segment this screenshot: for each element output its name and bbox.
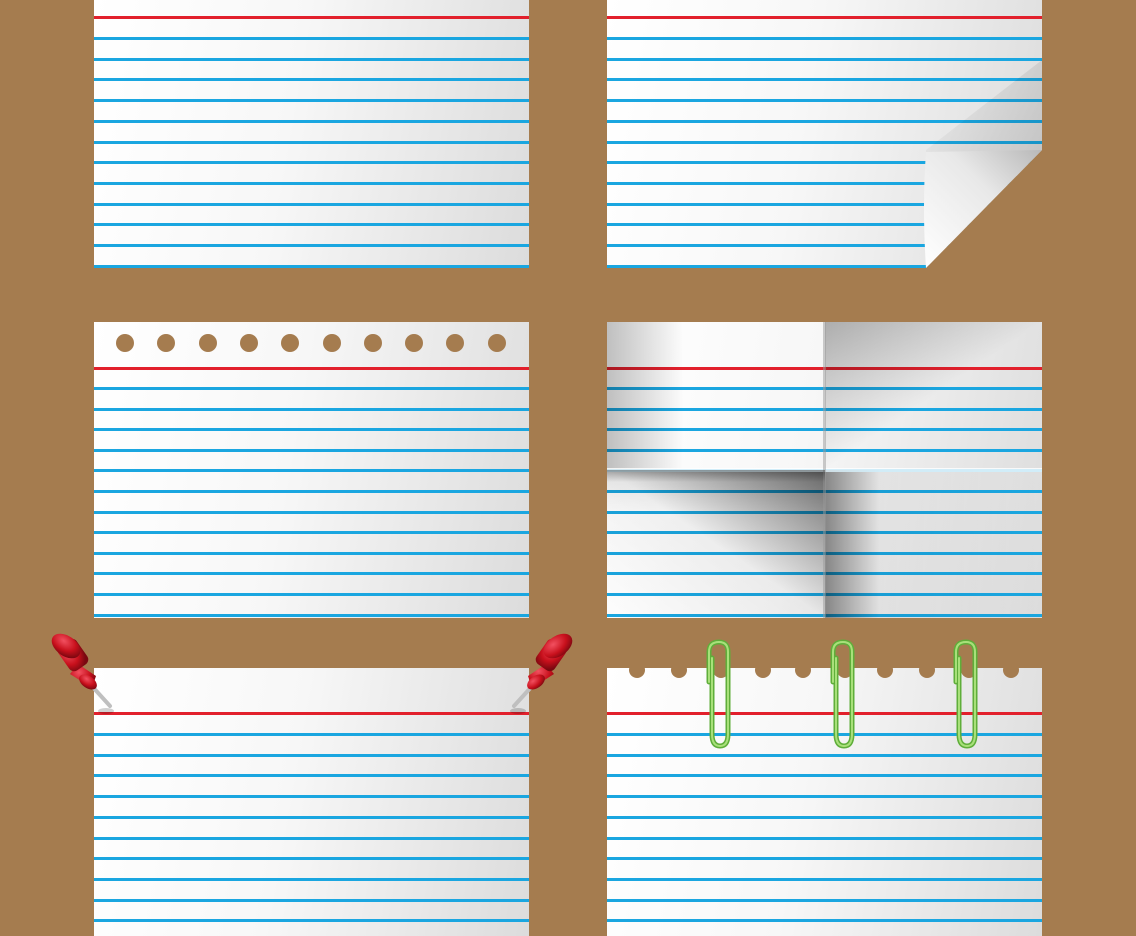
- ruled-line-blue: [94, 837, 529, 840]
- ruled-line-blue: [607, 223, 1042, 226]
- ruled-line-blue: [94, 182, 529, 185]
- ruled-line-blue: [607, 161, 1042, 164]
- ruled-line-blue: [607, 244, 1042, 247]
- margin-line-red: [94, 712, 529, 715]
- ruled-line-blue: [94, 899, 529, 902]
- index-card-clipped: [607, 668, 1042, 936]
- ruled-line-blue: [94, 552, 529, 555]
- ruled-line-blue: [94, 878, 529, 881]
- ruled-line-blue: [94, 795, 529, 798]
- punch-hole: [239, 334, 258, 352]
- ruled-line-blue: [607, 120, 1042, 123]
- notch-hole: [919, 668, 935, 678]
- ruled-line-blue: [94, 244, 529, 247]
- margin-line-red: [607, 712, 1042, 715]
- punch-hole: [322, 334, 341, 352]
- ruled-line-blue: [94, 593, 529, 596]
- ruled-line-blue: [94, 120, 529, 123]
- ruled-line-blue: [94, 614, 529, 617]
- ruled-line-blue: [607, 99, 1042, 102]
- notch-hole: [713, 668, 729, 678]
- punch-hole: [405, 334, 424, 352]
- pushpin-icon: [51, 633, 114, 714]
- ruled-line-blue: [607, 754, 1042, 757]
- punch-hole: [116, 334, 134, 352]
- punch-hole: [446, 334, 465, 352]
- notch-hole: [629, 668, 645, 678]
- ruled-line-blue: [94, 78, 529, 81]
- ruled-line-blue: [94, 428, 529, 431]
- margin-line-red: [94, 16, 529, 19]
- ruled-line-blue: [94, 265, 529, 268]
- ruled-line-blue: [607, 733, 1042, 736]
- paperclip-icon: [830, 639, 855, 749]
- ruled-line-blue: [94, 511, 529, 514]
- ruled-line-blue: [94, 733, 529, 736]
- ruled-line-blue: [94, 141, 529, 144]
- index-card-plain: [94, 0, 529, 268]
- ruled-line-blue: [94, 37, 529, 40]
- ruled-line-blue: [94, 531, 529, 534]
- notch-hole: [1003, 668, 1019, 678]
- ruled-line-blue: [94, 203, 529, 206]
- punch-hole: [198, 334, 217, 352]
- ruled-line-blue: [94, 58, 529, 61]
- ruled-line-blue: [607, 774, 1042, 777]
- ruled-line-blue: [607, 899, 1042, 902]
- punch-hole: [363, 334, 382, 352]
- pushpin-icon: [510, 633, 573, 714]
- notch-hole: [795, 668, 811, 678]
- margin-line-red: [94, 367, 529, 370]
- notch-hole: [961, 668, 977, 678]
- fold-creases: [607, 322, 1042, 618]
- notch-hole: [755, 668, 771, 678]
- ruled-line-blue: [607, 78, 1042, 81]
- ruled-line-blue: [607, 58, 1042, 61]
- ruled-line-blue: [94, 161, 529, 164]
- margin-line-red: [607, 16, 1042, 19]
- ruled-line-blue: [94, 774, 529, 777]
- notch-hole: [837, 668, 853, 678]
- paperclip-icon: [706, 639, 731, 749]
- ruled-line-blue: [94, 490, 529, 493]
- ruled-line-blue: [607, 795, 1042, 798]
- ruled-line-blue: [607, 816, 1042, 819]
- ruled-line-blue: [94, 857, 529, 860]
- punch-hole: [281, 334, 300, 352]
- index-card-pinned: [94, 668, 529, 936]
- index-card-hole-punched: [94, 322, 529, 618]
- ruled-line-blue: [94, 408, 529, 411]
- ruled-line-blue: [94, 99, 529, 102]
- ruled-line-blue: [94, 754, 529, 757]
- curl-flap: [924, 150, 1042, 268]
- ruled-line-blue: [607, 857, 1042, 860]
- ruled-line-blue: [607, 37, 1042, 40]
- ruled-line-blue: [607, 878, 1042, 881]
- notch-hole: [671, 668, 687, 678]
- ruled-line-blue: [94, 469, 529, 472]
- ruled-line-blue: [607, 182, 1042, 185]
- paperclip-icon: [953, 639, 978, 749]
- ruled-line-blue: [94, 572, 529, 575]
- punch-hole: [157, 334, 176, 352]
- ruled-line-blue: [94, 387, 529, 390]
- ruled-line-blue: [94, 223, 529, 226]
- ruled-line-blue: [607, 265, 1042, 268]
- ruled-line-blue: [607, 141, 1042, 144]
- ruled-line-blue: [94, 919, 529, 922]
- notch-hole: [877, 668, 893, 678]
- ruled-line-blue: [607, 919, 1042, 922]
- punch-hole: [487, 334, 506, 352]
- ruled-line-blue: [94, 816, 529, 819]
- ruled-line-blue: [94, 449, 529, 452]
- ruled-line-blue: [607, 837, 1042, 840]
- ruled-line-blue: [607, 203, 1042, 206]
